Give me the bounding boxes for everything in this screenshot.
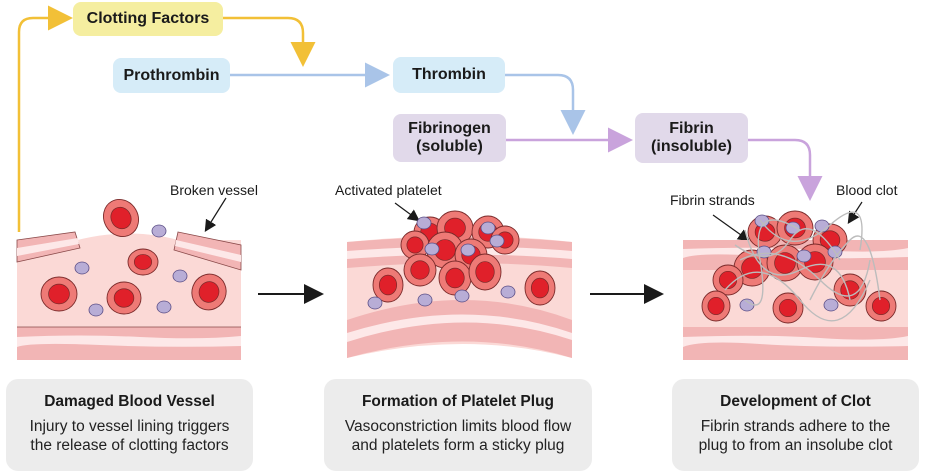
pointer-activated-platelet <box>394 202 420 222</box>
fibrin-label: Fibrin <box>669 120 714 137</box>
red-blood-cell <box>865 290 897 322</box>
fibrin-strand <box>744 219 801 306</box>
platelet <box>74 261 90 275</box>
red-blood-cell <box>772 292 804 324</box>
stage-desc-line1: Injury to vessel lining triggers <box>29 418 230 435</box>
platelet <box>416 216 432 230</box>
stage-desc-line2: and platelets form a sticky plug <box>351 437 565 454</box>
platelet <box>823 298 839 312</box>
fibrinogen-node: Fibrinogen (soluble) <box>393 114 506 162</box>
stage-title: Damaged Blood Vessel <box>44 393 215 410</box>
stage-caption-clot: Development of Clot Fibrin strands adher… <box>672 379 919 471</box>
arrow-fibrin-to-clot <box>748 138 823 201</box>
red-blood-cell <box>468 253 502 291</box>
platelet <box>460 243 476 257</box>
platelet <box>489 234 505 248</box>
pointer-broken-vessel <box>204 197 227 233</box>
red-blood-cell <box>372 267 404 303</box>
platelet <box>796 249 812 263</box>
platelet <box>367 296 383 310</box>
thrombin-node: Thrombin <box>393 57 505 93</box>
platelets-stage3 <box>739 214 843 312</box>
fibrin-node: Fibrin (insoluble) <box>635 113 748 163</box>
platelet <box>151 224 167 238</box>
arrow-thrombin-to-fibrin-path <box>505 73 586 135</box>
platelet <box>88 303 104 317</box>
red-blood-cell <box>833 273 867 307</box>
fibrin-strands <box>724 211 881 322</box>
thrombin-label: Thrombin <box>412 66 486 83</box>
arrow-vessel-to-clotting-factors <box>17 5 73 232</box>
platelet <box>480 221 496 235</box>
platelet <box>814 219 830 233</box>
fibrin-strand <box>744 229 851 301</box>
platelet <box>500 285 516 299</box>
red-blood-cell <box>40 276 78 312</box>
activated-platelet-label: Activated platelet <box>335 182 442 198</box>
fibrin-strand <box>739 252 871 297</box>
platelet <box>454 289 470 303</box>
fibrin-strand <box>724 271 871 322</box>
arrow-clotting-factors-to-thrombin-path <box>223 16 316 67</box>
fibrin-strands-label: Fibrin strands <box>670 192 755 208</box>
red-blood-cell <box>701 290 731 322</box>
red-blood-cells-stage1 <box>40 199 227 315</box>
platelet <box>424 242 440 256</box>
stage-desc-line1: Vasoconstriction limits blood flow <box>344 418 572 435</box>
red-blood-cell <box>712 264 744 296</box>
stage-title: Formation of Platelet Plug <box>361 393 555 410</box>
stage-caption-platelet-plug: Formation of Platelet Plug Vasoconstrict… <box>324 379 592 471</box>
broken-vessel-label: Broken vessel <box>170 182 258 198</box>
red-blood-cell <box>438 260 472 296</box>
fibrinogen-label: Fibrinogen <box>408 120 491 137</box>
stage-title: Development of Clot <box>720 393 871 410</box>
red-blood-cell <box>403 253 437 287</box>
clotting-factors-node: Clotting Factors <box>73 2 223 36</box>
pointer-fibrin-strands <box>712 214 750 242</box>
fibrinogen-state: (soluble) <box>416 138 483 155</box>
red-blood-cell <box>103 199 139 237</box>
platelets-stage2 <box>367 216 516 310</box>
red-blood-cell <box>106 281 142 315</box>
red-blood-cell <box>127 248 159 276</box>
red-blood-cell <box>400 230 430 260</box>
stage-desc-line2: the release of clotting factors <box>30 437 229 454</box>
blood-clot-label: Blood clot <box>836 182 898 198</box>
stage-caption-damaged-vessel: Damaged Blood Vessel Injury to vessel li… <box>6 379 253 471</box>
clotting-factors-label: Clotting Factors <box>86 10 210 27</box>
prothrombin-node: Prothrombin <box>113 58 230 93</box>
fibrin-state: (insoluble) <box>651 138 732 155</box>
platelet <box>756 245 772 259</box>
red-blood-cell <box>524 270 556 306</box>
platelets-stage1 <box>74 224 188 317</box>
prothrombin-label: Prothrombin <box>123 66 220 84</box>
stage-desc-line1: Fibrin strands adhere to the <box>700 418 891 435</box>
stage-desc-line2: plug to from an insolube clot <box>698 437 893 454</box>
fibrin-strand <box>759 211 863 251</box>
platelet <box>156 300 172 314</box>
red-blood-cell <box>191 273 227 311</box>
platelet <box>417 293 433 307</box>
fibrin-strand <box>809 235 881 301</box>
platelet <box>172 269 188 283</box>
